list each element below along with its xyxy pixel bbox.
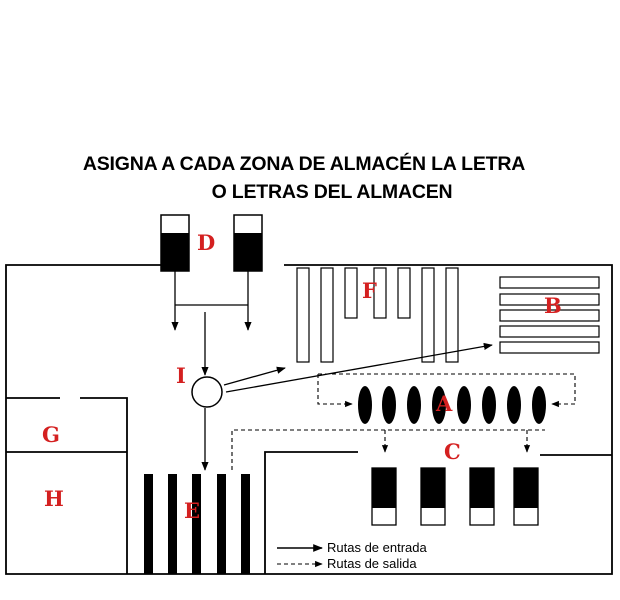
zone-label-b: B bbox=[544, 293, 562, 318]
zone-f-racks bbox=[296, 267, 459, 363]
exit-routes bbox=[231, 373, 576, 470]
zone-label-e: E bbox=[184, 498, 200, 523]
zone-label-f: F bbox=[362, 278, 377, 303]
zone-label-c: C bbox=[444, 439, 461, 464]
zone-a-units bbox=[358, 386, 546, 424]
legend: Rutas de entrada Rutas de salida bbox=[277, 540, 428, 571]
zone-label-h: H bbox=[44, 486, 64, 511]
zone-c-bays bbox=[371, 467, 539, 526]
entry-routes bbox=[171, 271, 493, 471]
zone-label-g: G bbox=[42, 422, 60, 447]
instruction-title-line-1: ASIGNA A CADA ZONA DE ALMACÉN LA LETRA bbox=[82, 153, 526, 175]
zone-label-d: D bbox=[197, 230, 215, 255]
warehouse-walls bbox=[5, 264, 613, 575]
zone-e-bars bbox=[144, 474, 250, 574]
zone-d-tanks bbox=[160, 214, 263, 272]
zone-labels: D F B I A G C H E bbox=[42, 230, 562, 523]
zone-label-a: A bbox=[435, 391, 453, 416]
instruction-title-line-2: O LETRAS DEL ALMACEN bbox=[211, 181, 453, 203]
legend-exit-routes: Rutas de salida bbox=[327, 556, 417, 571]
legend-entry-routes: Rutas de entrada bbox=[327, 540, 428, 555]
zone-b-shelves bbox=[499, 276, 600, 354]
zone-label-i: I bbox=[176, 363, 186, 388]
zone-i-hub bbox=[191, 376, 223, 408]
